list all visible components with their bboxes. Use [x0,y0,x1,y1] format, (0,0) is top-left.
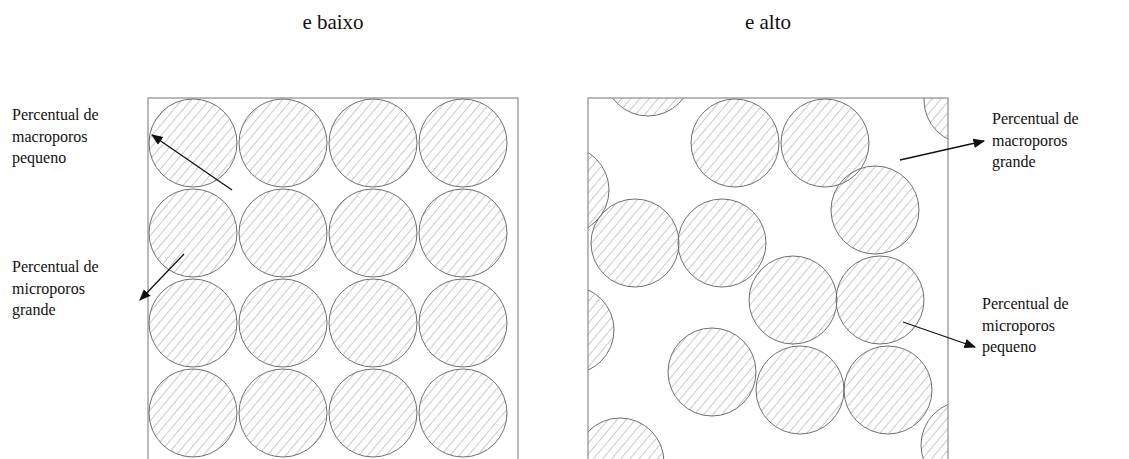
soil-particle [668,328,756,416]
soil-particle [678,199,766,287]
soil-particle [149,99,237,187]
soil-particle [419,189,507,277]
soil-particle [329,279,417,367]
soil-particle [691,99,779,187]
soil-particle [604,98,692,116]
soil-particle [921,401,948,459]
soil-particle [924,98,948,144]
soil-particle [149,189,237,277]
soil-particle [588,418,664,459]
soil-particle [329,369,417,457]
soil-particle [239,279,327,367]
callout-label: Percentual de macroporos grande [992,108,1112,173]
soil-particle [836,256,924,344]
soil-particle [239,99,327,187]
sample-frame [148,98,518,459]
soil-particle [844,346,932,434]
soil-particle [239,189,327,277]
callout-label: Percentual de microporos grande [12,256,124,321]
soil-particle [749,256,837,344]
callout-label: Percentual de macroporos pequeno [12,104,124,169]
sample-frame [588,98,948,459]
leader-arrow [900,141,984,160]
soil-particle [329,189,417,277]
panel-title: e alto [745,8,791,36]
leader-arrow [903,322,975,347]
soil-particle [329,99,417,187]
panel-title: e baixo [302,8,363,36]
leader-arrow [152,135,232,190]
soil-particle [239,369,327,457]
callout-label: Percentual de microporos pequeno [982,293,1106,358]
soil-particle [149,369,237,457]
soil-particle [149,279,237,367]
soil-particle [419,279,507,367]
soil-particle [831,166,919,254]
soil-particle [756,346,844,434]
soil-particle [591,199,679,287]
soil-particle [419,99,507,187]
soil-particle [588,286,614,374]
leader-arrow [140,254,184,300]
soil-particle [419,369,507,457]
